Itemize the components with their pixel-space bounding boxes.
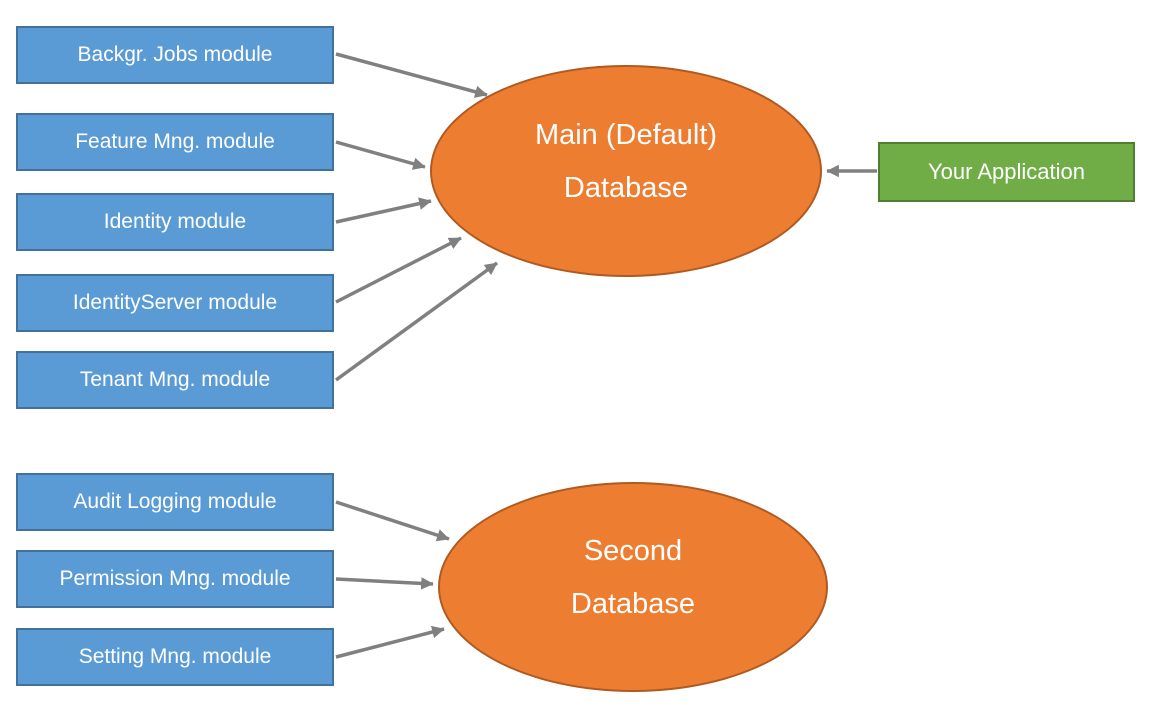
module-label: Identity module [103, 210, 247, 233]
arrow-identityserver-to-main-db [335, 236, 462, 304]
module-box-audit-logging: Audit Logging module [16, 473, 334, 531]
main-database-label-line2: Database [563, 172, 689, 204]
arrow-permission-mng-to-second-db [335, 577, 434, 590]
second-database-label: Second Database [571, 525, 695, 631]
arrow-identity-to-main-db [335, 197, 432, 224]
your-application-label: Your Application [928, 159, 1085, 184]
arrow-feature-mng-to-main-db [335, 140, 426, 170]
module-label: Tenant Mng. module [79, 368, 271, 391]
arrow-tenant-mng-to-main-db [334, 261, 499, 382]
module-box-tenant-mng: Tenant Mng. module [16, 351, 334, 409]
main-database-label: Main (Default) Database [535, 109, 717, 215]
main-database-ellipse: Main (Default) Database [430, 65, 822, 277]
module-box-identityserver: IdentityServer module [16, 274, 334, 332]
second-database-label-line2: Database [570, 588, 696, 620]
module-label: Permission Mng. module [59, 567, 291, 590]
your-application-box: Your Application [878, 142, 1135, 202]
second-database-ellipse: Second Database [438, 482, 828, 692]
arrow-backgr-jobs-to-main-db [335, 52, 488, 98]
arrow-setting-mng-to-second-db [335, 625, 445, 659]
module-label: IdentityServer module [72, 291, 278, 314]
module-label: Feature Mng. module [75, 130, 275, 153]
module-box-backgr-jobs: Backgr. Jobs module [16, 26, 334, 84]
module-box-identity: Identity module [16, 193, 334, 251]
module-label: Backgr. Jobs module [77, 43, 273, 66]
module-box-feature-mng: Feature Mng. module [16, 113, 334, 171]
main-database-label-line1: Main (Default) [534, 119, 718, 151]
module-box-permission-mng: Permission Mng. module [16, 550, 334, 608]
module-label: Setting Mng. module [78, 645, 272, 668]
second-database-label-line1: Second [583, 535, 683, 567]
module-label: Audit Logging module [73, 490, 277, 513]
arrow-audit-logging-to-second-db [335, 500, 450, 542]
module-box-setting-mng: Setting Mng. module [16, 628, 334, 686]
